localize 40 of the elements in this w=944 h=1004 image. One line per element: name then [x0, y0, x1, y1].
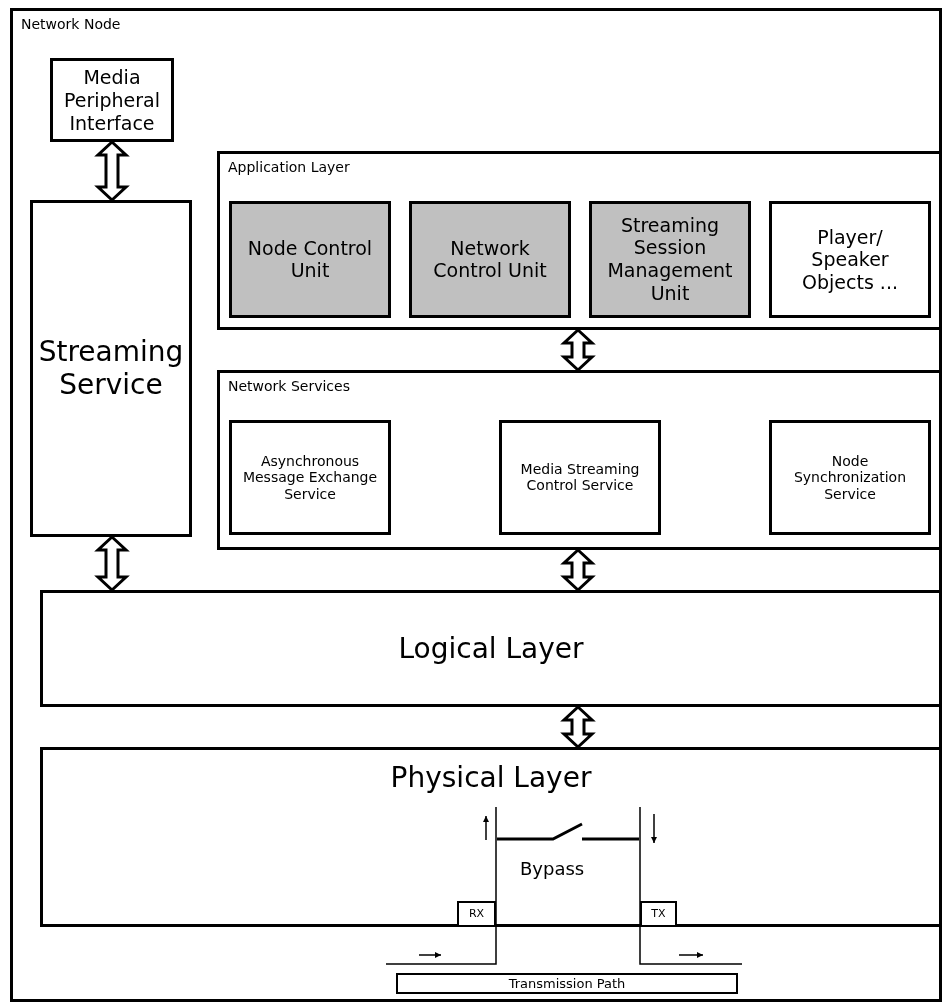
box-label: Media Streaming Control Service — [519, 460, 641, 495]
box-label: Node Control Unit — [246, 236, 374, 283]
receiver-box — [457, 901, 496, 927]
layer-box — [40, 590, 942, 707]
unit-box — [229, 201, 391, 318]
service-box — [499, 420, 661, 535]
box-label: Streaming Session Management Unit — [606, 213, 734, 306]
box-label: Asynchronous Message Exchange Service — [241, 452, 379, 503]
service-box — [30, 200, 192, 537]
double-arrow — [560, 704, 596, 750]
box-label: Player/ Speaker Objects ... — [801, 225, 899, 294]
layer-panel — [217, 151, 942, 330]
unit-box — [589, 201, 751, 318]
box-label: Logical Layer — [398, 631, 584, 666]
node-frame — [10, 8, 942, 1002]
unit-box — [409, 201, 571, 318]
service-box — [229, 420, 391, 535]
group-heading: Application Layer — [228, 159, 350, 176]
group-heading: Network Services — [228, 378, 350, 395]
group-heading: Network Node — [21, 16, 121, 33]
box-label: RX — [467, 907, 486, 921]
box-label: Physical Layer — [390, 761, 592, 795]
double-arrow — [560, 327, 596, 373]
double-arrow — [94, 534, 130, 593]
box-label: Network Control Unit — [432, 236, 548, 283]
layer-box — [40, 747, 942, 927]
box-label: TX — [650, 907, 667, 921]
double-arrow — [560, 547, 596, 593]
layer-panel — [217, 370, 942, 550]
box-label: Node Synchronization Service — [792, 452, 908, 503]
transmitter-box — [640, 901, 677, 927]
path-label: Bypass — [520, 858, 585, 880]
box-label: Media Peripheral Interface — [62, 65, 162, 135]
box-label: Streaming Service — [37, 334, 185, 403]
object-box — [769, 201, 931, 318]
interface-box — [50, 58, 174, 142]
box-label: Transmission Path — [508, 975, 626, 992]
service-box — [769, 420, 931, 535]
path-box — [396, 973, 738, 994]
double-arrow — [94, 139, 130, 203]
